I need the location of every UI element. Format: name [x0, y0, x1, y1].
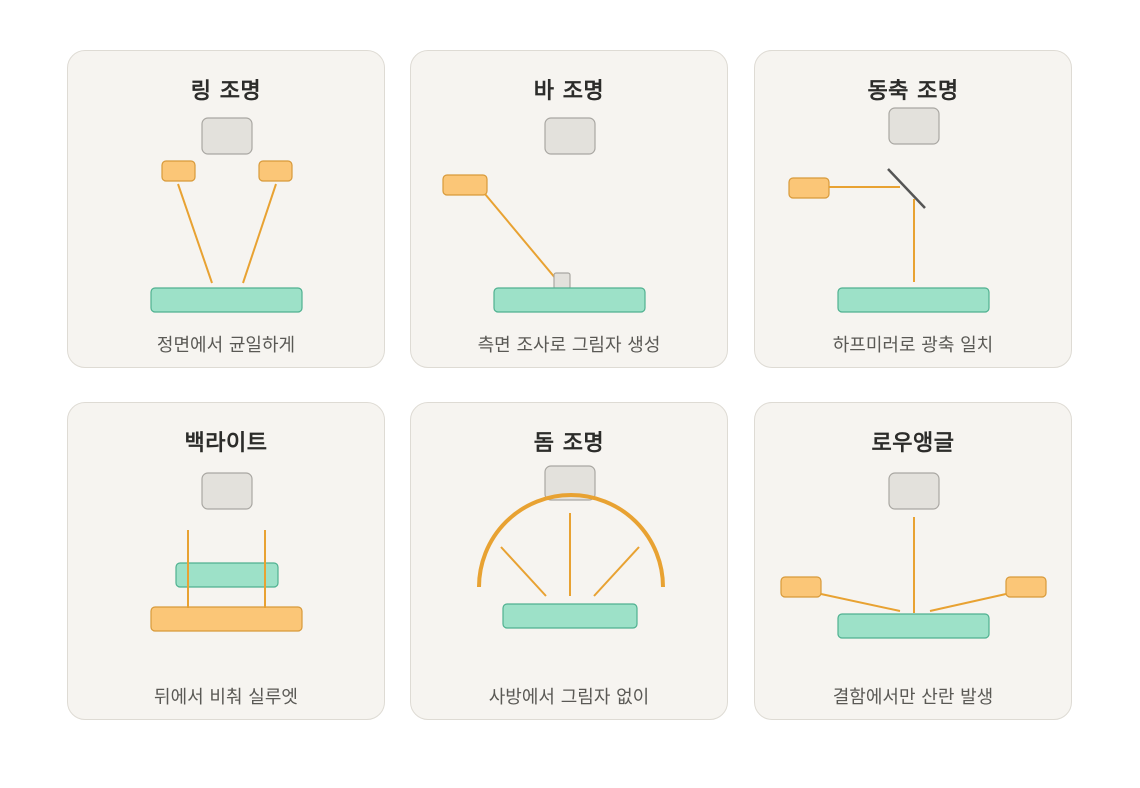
- light-ray: [500, 546, 547, 597]
- backlight-diagram: [150, 472, 303, 632]
- camera: [544, 465, 596, 501]
- backlight-panel: [150, 606, 303, 632]
- camera: [201, 472, 253, 510]
- card-caption: 정면에서 균일하게: [156, 335, 296, 356]
- card-low-angle: 로우앵글 결함에서만 산란 발생: [754, 402, 1072, 720]
- light-left: [161, 160, 196, 182]
- camera: [201, 117, 253, 155]
- light-ray: [177, 183, 213, 284]
- coaxial-light-diagram: [788, 107, 990, 313]
- camera: [888, 472, 940, 510]
- light-ray: [593, 546, 640, 597]
- object: [837, 613, 990, 639]
- low-angle-diagram: [780, 472, 1047, 639]
- card-caption: 사방에서 그림자 없이: [488, 687, 650, 708]
- defect: [553, 272, 571, 290]
- object: [493, 287, 646, 313]
- light-ray: [242, 183, 277, 284]
- card-title: 백라이트: [184, 431, 268, 456]
- card-bar-light: 바 조명 측면 조사로 그림자 생성: [410, 50, 728, 368]
- dome: [477, 493, 665, 588]
- card-ring-light: 링 조명 정면에서 균일하게: [67, 50, 385, 368]
- bar-light-diagram: [442, 117, 646, 313]
- object: [175, 562, 279, 588]
- card-title: 바 조명: [533, 79, 605, 104]
- camera: [888, 107, 940, 145]
- light: [442, 174, 488, 196]
- card-backlight: 백라이트 뒤에서 비춰 실루엣: [67, 402, 385, 720]
- light-right: [258, 160, 293, 182]
- object: [502, 603, 638, 629]
- dome-light-diagram: [477, 465, 665, 629]
- ring-light-diagram: [150, 117, 303, 313]
- light: [788, 177, 830, 199]
- card-caption: 뒤에서 비춰 실루엣: [154, 687, 298, 708]
- card-coaxial-light: 동축 조명 하프미러로 광축 일치: [754, 50, 1072, 368]
- half-mirror: [887, 168, 926, 209]
- light-ray: [820, 593, 901, 612]
- card-title: 링 조명: [190, 79, 262, 104]
- light-left: [780, 576, 822, 598]
- card-title: 로우앵글: [871, 431, 955, 456]
- card-title: 동축 조명: [867, 79, 959, 104]
- card-caption: 하프미러로 광축 일치: [832, 335, 994, 356]
- card-dome-light: 돔 조명 사방에서 그림자 없이: [410, 402, 728, 720]
- light-ray: [484, 193, 557, 280]
- camera: [544, 117, 596, 155]
- card-caption: 측면 조사로 그림자 생성: [477, 335, 661, 356]
- object: [837, 287, 990, 313]
- light-right: [1005, 576, 1047, 598]
- card-caption: 결함에서만 산란 발생: [832, 687, 994, 708]
- card-title: 돔 조명: [533, 431, 605, 456]
- light-ray: [929, 593, 1007, 612]
- object: [150, 287, 303, 313]
